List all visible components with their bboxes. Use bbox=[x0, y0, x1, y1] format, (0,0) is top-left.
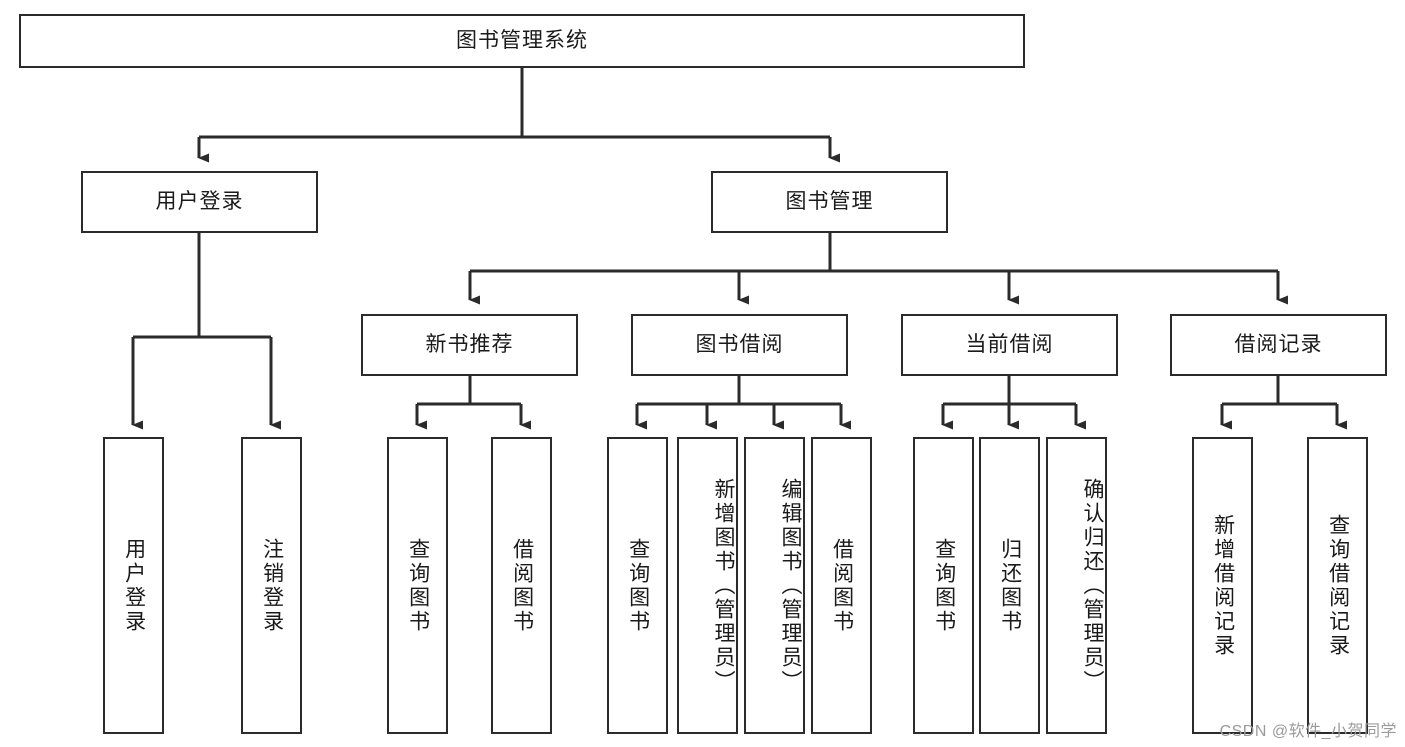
node-label: 用户登录 bbox=[155, 190, 244, 214]
leaf-book-borrow-add-admin[interactable]: 新增图书（管理员） bbox=[677, 437, 738, 734]
node-label: 新增图书（管理员） bbox=[712, 477, 735, 694]
node-label: 编辑图书（管理员） bbox=[779, 477, 802, 694]
node-label: 确认归还（管理员） bbox=[1081, 477, 1104, 694]
leaf-user-login-signin[interactable]: 用户登录 bbox=[103, 437, 164, 734]
node-borrow-records[interactable]: 借阅记录 bbox=[1170, 314, 1387, 376]
node-current-borrow[interactable]: 当前借阅 bbox=[901, 314, 1118, 376]
leaf-new-book-borrow[interactable]: 借阅图书 bbox=[491, 437, 552, 734]
node-label: 借阅图书 bbox=[510, 537, 534, 634]
leaf-book-borrow-query[interactable]: 查询图书 bbox=[607, 437, 668, 734]
node-label: 新书推荐 bbox=[425, 333, 514, 357]
node-label: 当前借阅 bbox=[965, 333, 1054, 357]
leaf-new-book-query[interactable]: 查询图书 bbox=[387, 437, 448, 734]
node-root-book-management-system[interactable]: 图书管理系统 bbox=[19, 14, 1025, 68]
leaf-borrow-record-add[interactable]: 新增借阅记录 bbox=[1192, 437, 1253, 734]
node-label: 查询图书 bbox=[406, 537, 430, 634]
leaf-borrow-record-query[interactable]: 查询借阅记录 bbox=[1307, 437, 1368, 734]
node-label: 借阅记录 bbox=[1234, 333, 1323, 357]
node-book-borrow[interactable]: 图书借阅 bbox=[631, 314, 848, 376]
node-label: 查询借阅记录 bbox=[1326, 513, 1350, 658]
node-label: 归还图书 bbox=[998, 537, 1022, 634]
leaf-book-borrow-borrow[interactable]: 借阅图书 bbox=[811, 437, 872, 734]
node-label: 图书管理系统 bbox=[456, 29, 588, 53]
node-user-login[interactable]: 用户登录 bbox=[81, 171, 318, 233]
csdn-watermark: CSDN @软件_小贺同学 bbox=[1219, 723, 1397, 740]
node-label: 查询图书 bbox=[932, 537, 956, 634]
node-label: 查询图书 bbox=[626, 537, 650, 634]
node-label: 图书借阅 bbox=[695, 333, 784, 357]
leaf-current-borrow-return[interactable]: 归还图书 bbox=[979, 437, 1040, 734]
node-new-book-recommend[interactable]: 新书推荐 bbox=[361, 314, 578, 376]
leaf-user-login-signout[interactable]: 注销登录 bbox=[241, 437, 302, 734]
node-label: 用户登录 bbox=[122, 537, 146, 634]
node-label: 新增借阅记录 bbox=[1211, 513, 1235, 658]
leaf-book-borrow-edit-admin[interactable]: 编辑图书（管理员） bbox=[744, 437, 805, 734]
node-label: 注销登录 bbox=[260, 537, 284, 634]
node-label: 借阅图书 bbox=[830, 537, 854, 634]
node-label: 图书管理 bbox=[785, 190, 874, 214]
node-book-management[interactable]: 图书管理 bbox=[711, 171, 948, 233]
leaf-current-borrow-query[interactable]: 查询图书 bbox=[913, 437, 974, 734]
leaf-current-borrow-confirm-admin[interactable]: 确认归还（管理员） bbox=[1046, 437, 1107, 734]
